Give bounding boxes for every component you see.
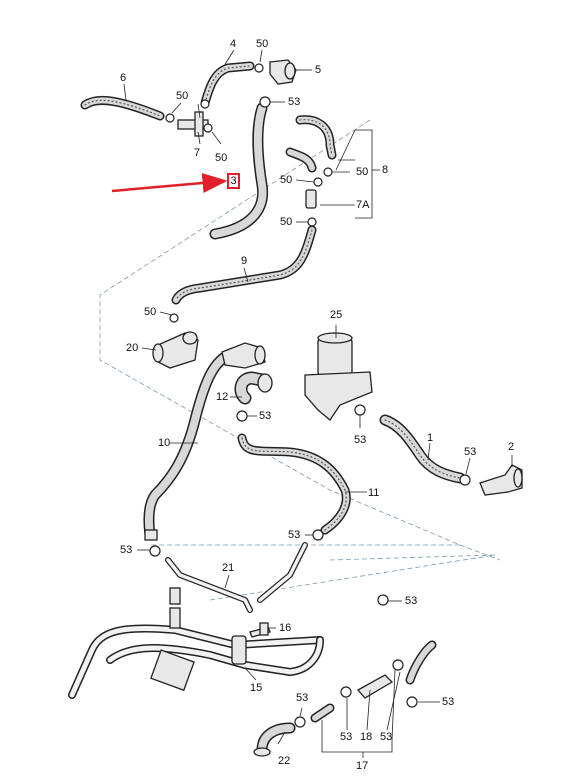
callout-53: 53 (442, 696, 455, 708)
callout-50: 50 (356, 166, 369, 178)
callout-50: 50 (280, 216, 293, 228)
clamp-53-right (377, 594, 389, 606)
callout-18: 18 (360, 731, 373, 743)
clamp-50-t-left (165, 113, 175, 123)
clamp-53-top (259, 96, 271, 108)
callout-50: 50 (256, 38, 269, 50)
callout-53: 53 (380, 731, 393, 743)
clamp-50-upper-mid (200, 99, 210, 109)
callout-25: 25 (330, 309, 343, 321)
hoses (68, 61, 466, 756)
clamp-50-20 (169, 313, 179, 323)
fitting-18 (356, 674, 394, 699)
clamp-53-12 (236, 410, 248, 422)
callout-53: 53 (288, 96, 301, 108)
callout-50: 50 (144, 306, 157, 318)
connector-10-top (221, 342, 266, 369)
callout-11: 11 (368, 487, 380, 499)
callout-15: 15 (250, 682, 263, 694)
callout-10: 10 (158, 437, 171, 449)
callout-53: 53 (354, 434, 367, 446)
clamp-53-25 (354, 404, 366, 416)
fittings (144, 59, 523, 757)
callout-17: 17 (356, 760, 369, 772)
bracket-15 (150, 649, 195, 692)
callout-8: 8 (382, 164, 389, 176)
callout-53: 53 (259, 410, 272, 422)
clamp-53-1 (459, 474, 471, 486)
clamp-53-17b (340, 686, 352, 698)
callout-50: 50 (280, 174, 293, 186)
callout-20: 20 (126, 342, 139, 354)
callout-53: 53 (288, 529, 301, 541)
callout-53: 53 (464, 446, 477, 458)
clamp-53-10 (149, 545, 161, 557)
callout-50: 50 (215, 152, 228, 164)
hose-clamps (149, 63, 471, 728)
clamp-50-8a (313, 177, 323, 187)
clamp-50-top (254, 63, 264, 73)
callout-3-highlighted: 3 (227, 173, 240, 189)
clamp-50-8b (323, 167, 333, 177)
callout-9: 9 (241, 255, 248, 267)
pointer-arrow (111, 173, 228, 193)
clamp-53-17a (294, 716, 306, 728)
callout-21: 21 (222, 562, 235, 574)
callout-22: 22 (278, 755, 291, 767)
callout-53: 53 (405, 595, 418, 607)
callout-1: 1 (427, 432, 434, 444)
clamp-50-7a (307, 217, 317, 227)
callout-2: 2 (508, 441, 515, 453)
clamp-53-17d (406, 696, 418, 708)
callout-7: 7 (194, 147, 201, 159)
callout-53: 53 (340, 731, 353, 743)
callout-12: 12 (216, 391, 229, 403)
callout-53: 53 (120, 544, 133, 556)
callout-16: 16 (279, 622, 292, 634)
callout-50: 50 (176, 90, 189, 102)
callout-5: 5 (315, 64, 322, 76)
guide-lines (99, 119, 501, 601)
clamp-53-17c (392, 659, 404, 671)
callout-53: 53 (296, 692, 309, 704)
clamp-53-11 (312, 529, 324, 541)
leader-lines (123, 49, 513, 758)
callout-4: 4 (230, 38, 237, 50)
callout-7a: 7A (356, 199, 370, 211)
callout-6: 6 (120, 72, 127, 84)
clamp-50-t-right (203, 123, 213, 133)
valve-25 (317, 337, 353, 377)
